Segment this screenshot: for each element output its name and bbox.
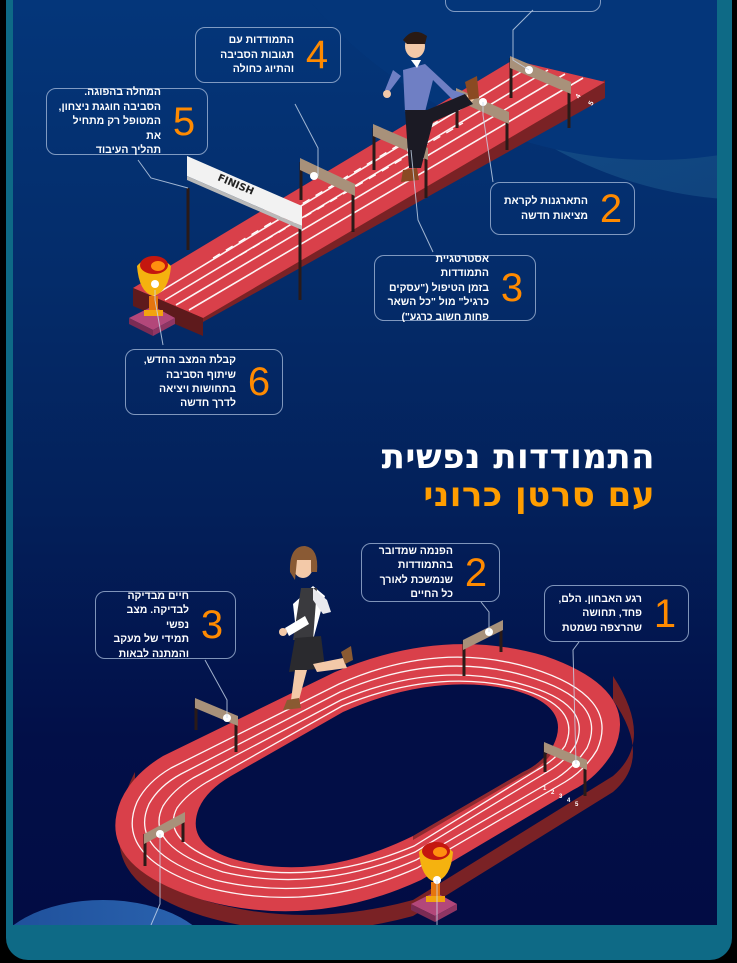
callout-number: 3 bbox=[500, 266, 524, 310]
straight-track: 3 4 5 bbox=[133, 60, 605, 336]
title-line-2: עם סרטן כרוני bbox=[423, 475, 655, 516]
connector-lines-bottom bbox=[150, 601, 580, 925]
svg-text:5: 5 bbox=[588, 100, 596, 107]
female-runner bbox=[279, 546, 353, 710]
male-runner bbox=[383, 31, 479, 182]
callout-step-2-top: התארגנות לקראת מציאות חדשה 2 bbox=[490, 182, 635, 235]
callout-number: 2 bbox=[599, 186, 623, 231]
callout-number: 2 bbox=[464, 550, 488, 595]
callout-text: התמודדות עם תגובות הסביבה והתיוג כחולה bbox=[220, 34, 294, 76]
callout-text: הפנמה שמדובר בהתמודדות שנמשכת לאורך כל ה… bbox=[378, 544, 453, 600]
callout-step-5: המחלה בהפוגה. הסביבה חוגגת ניצחון, המטופ… bbox=[46, 86, 208, 157]
callout-text: קבלת המצב החדש, שיתוף הסביבה בתחושות ויצ… bbox=[143, 354, 236, 410]
infographic-canvas: 3 4 5 FINISH bbox=[13, 0, 717, 925]
callout-number: 3 bbox=[200, 603, 224, 647]
svg-text:4: 4 bbox=[575, 93, 583, 100]
callout-text: המחלה בהפוגה. הסביבה חוגגת ניצחון, המטופ… bbox=[58, 86, 161, 157]
callout-number: 4 bbox=[305, 33, 329, 77]
callout-step-3-top: אסטרטגיית התמודדות בזמן הטיפול ("עסקים כ… bbox=[374, 252, 536, 323]
callout-step-2-bottom: הפנמה שמדובר בהתמודדות שנמשכת לאורך כל ה… bbox=[361, 543, 500, 602]
svg-text:4: 4 bbox=[567, 798, 571, 804]
callout-number: 5 bbox=[172, 99, 196, 144]
callout-top-1-partial bbox=[445, 0, 601, 12]
callout-step-6: קבלת המצב החדש, שיתוף הסביבה בתחושות ויצ… bbox=[125, 349, 283, 415]
svg-text:5: 5 bbox=[575, 802, 579, 808]
callout-step-3-bottom: חיים מבדיקה לבדיקה. מצב נפשי תמידי של מע… bbox=[95, 589, 236, 660]
callout-text: חיים מבדיקה לבדיקה. מצב נפשי תמידי של מע… bbox=[113, 589, 190, 660]
page-title: התמודדות נפשית עם סרטן כרוני bbox=[382, 438, 655, 514]
oval-track: 1 2 3 4 5 bbox=[115, 644, 634, 925]
callout-text: רגע האבחון. הלם, פחד, תחושה שהרצפה נשמטת bbox=[558, 592, 642, 634]
callout-step-1-bottom: רגע האבחון. הלם, פחד, תחושה שהרצפה נשמטת… bbox=[544, 585, 689, 642]
illustration: 3 4 5 FINISH bbox=[115, 9, 634, 925]
callout-text: אסטרטגיית התמודדות בזמן הטיפול ("עסקים כ… bbox=[387, 252, 489, 323]
svg-text:1: 1 bbox=[543, 786, 547, 792]
svg-text:2: 2 bbox=[551, 790, 555, 796]
callout-number: 1 bbox=[653, 591, 677, 636]
trophy-bottom bbox=[411, 842, 457, 922]
title-line-1: התמודדות נפשית bbox=[381, 437, 655, 477]
connector-lines-top bbox=[137, 9, 534, 346]
svg-text:3: 3 bbox=[559, 794, 563, 800]
callout-number: 6 bbox=[247, 360, 271, 404]
callout-text: התארגנות לקראת מציאות חדשה bbox=[503, 195, 588, 222]
trophy-top bbox=[129, 256, 175, 336]
callout-step-4: התמודדות עם תגובות הסביבה והתיוג כחולה 4 bbox=[195, 27, 341, 83]
